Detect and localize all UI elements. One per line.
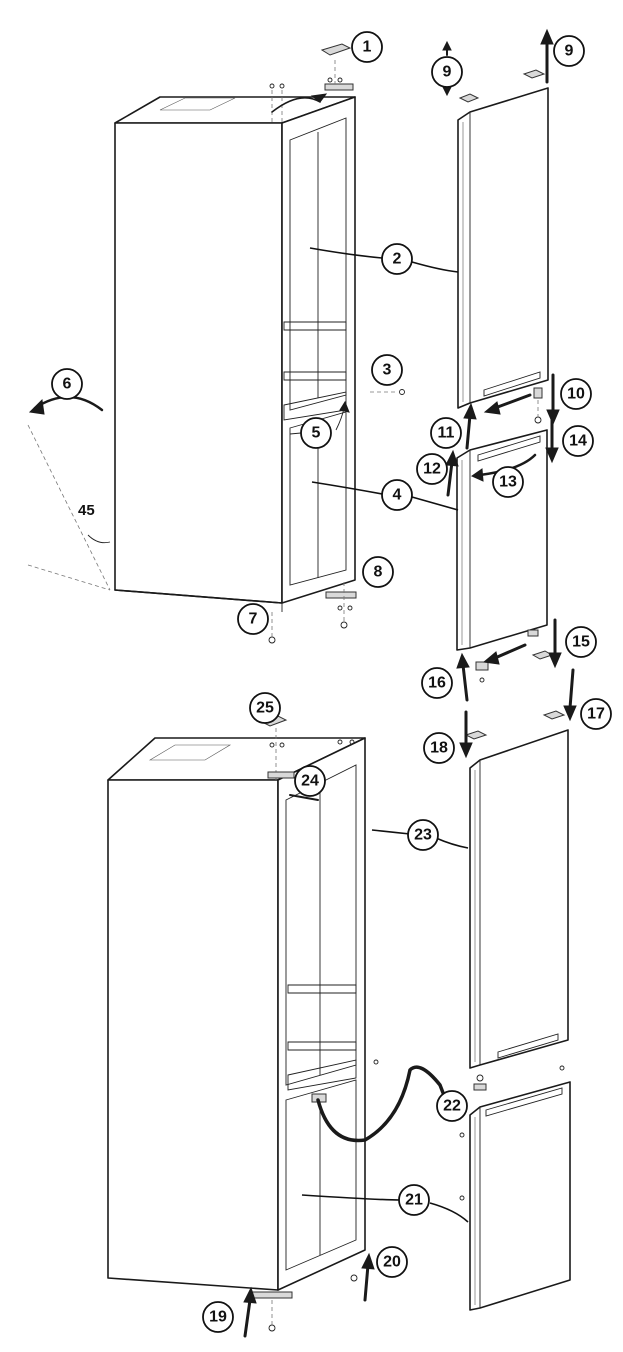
- callout-3: 3: [371, 354, 403, 386]
- svg-text:21: 21: [405, 1192, 423, 1209]
- svg-text:2: 2: [393, 251, 402, 268]
- callout-19: 19: [202, 1301, 234, 1333]
- callout-4: 4: [381, 479, 413, 511]
- svg-text:25: 25: [256, 700, 274, 717]
- svg-text:3: 3: [383, 362, 392, 379]
- svg-text:16: 16: [428, 675, 446, 692]
- callout-17: 17: [580, 698, 612, 730]
- svg-text:14: 14: [569, 433, 587, 450]
- callout-13: 13: [492, 466, 524, 498]
- callout-22: 22: [436, 1090, 468, 1122]
- callout-9-right: 9: [553, 35, 585, 67]
- bottom-fridge-cabinet: [107, 737, 366, 1291]
- svg-text:8: 8: [374, 564, 383, 581]
- callout-21: 21: [398, 1184, 430, 1216]
- svg-text:10: 10: [567, 386, 585, 403]
- svg-text:11: 11: [438, 425, 455, 442]
- svg-text:20: 20: [383, 1254, 401, 1271]
- callout-12: 12: [416, 453, 448, 485]
- svg-text:12: 12: [423, 461, 441, 478]
- callout-6: 6: [51, 368, 83, 400]
- leader-lines: [301, 247, 469, 1223]
- callout-16: 16: [421, 667, 453, 699]
- svg-text:9: 9: [565, 43, 574, 60]
- callout-24: 24: [294, 765, 326, 797]
- callout-10: 10: [560, 378, 592, 410]
- callout-14: 14: [562, 425, 594, 457]
- angle-label: 45: [78, 502, 95, 519]
- svg-text:18: 18: [430, 740, 448, 757]
- callout-20: 20: [376, 1246, 408, 1278]
- motion-arrows: [28, 28, 577, 1338]
- bottom-fridge-door: [464, 710, 569, 1091]
- callout-2: 2: [381, 243, 413, 275]
- door-swing-angle: 45: [27, 424, 111, 591]
- svg-text:24: 24: [301, 773, 319, 790]
- svg-text:6: 6: [63, 376, 72, 393]
- svg-text:1: 1: [363, 39, 372, 56]
- svg-text:22: 22: [443, 1098, 461, 1115]
- svg-text:5: 5: [312, 425, 321, 442]
- callout-5: 5: [300, 417, 332, 449]
- svg-text:9: 9: [443, 64, 452, 81]
- top-hinge-parts: [269, 43, 354, 122]
- callout-1: 1: [351, 31, 383, 63]
- top-fridge-door: [457, 69, 549, 409]
- middle-hinge-parts: [268, 387, 543, 644]
- svg-text:13: 13: [499, 474, 517, 491]
- svg-text:7: 7: [249, 611, 258, 628]
- callout-25: 25: [249, 692, 281, 724]
- top-fridge-cabinet: [114, 96, 356, 612]
- svg-text:17: 17: [587, 706, 605, 723]
- bottom-freezer-door: [459, 1065, 571, 1311]
- top-freezer-door: [456, 429, 554, 683]
- callout-15: 15: [565, 626, 597, 658]
- callout-11: 11: [430, 417, 462, 449]
- svg-text:4: 4: [393, 487, 402, 504]
- callout-8: 8: [362, 556, 394, 588]
- callout-23: 23: [407, 819, 439, 851]
- svg-text:19: 19: [209, 1309, 227, 1326]
- callout-7: 7: [237, 603, 269, 635]
- svg-text:23: 23: [414, 827, 432, 844]
- callout-9-left: 9: [431, 56, 463, 88]
- svg-text:15: 15: [572, 634, 590, 651]
- callout-18: 18: [423, 732, 455, 764]
